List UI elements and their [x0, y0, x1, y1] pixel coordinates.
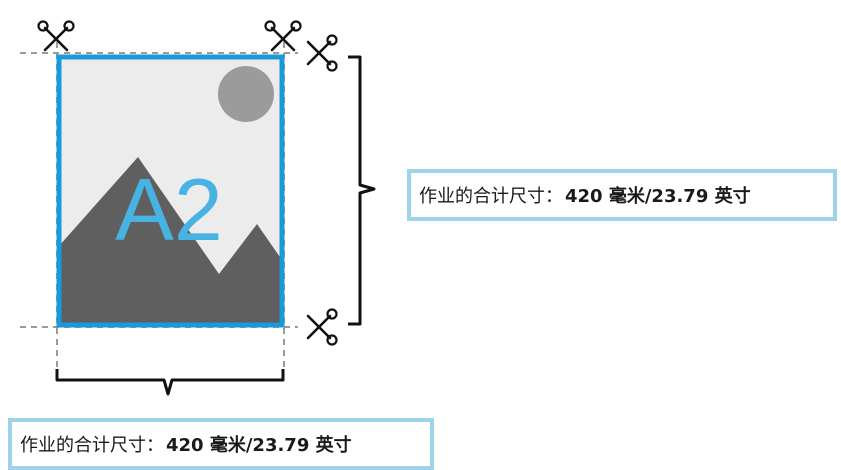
- job-size-label-height: 作业的合计尺寸： 420 毫米/23.79 英寸: [407, 169, 837, 221]
- horizontal-dimension-bracket: [55, 369, 285, 396]
- job-size-value: 420 毫米/23.79 英寸: [166, 435, 352, 456]
- job-size-prefix: 作业的合计尺寸：: [20, 435, 164, 456]
- mountains-icon: [59, 157, 282, 325]
- scissors-icon: [306, 34, 338, 72]
- job-size-prefix: 作业的合计尺寸：: [419, 186, 563, 207]
- job-size-label-width: 作业的合计尺寸： 420 毫米/23.79 英寸: [8, 418, 434, 470]
- vertical-dimension-bracket: [348, 55, 376, 326]
- paper-size-label: A2: [115, 160, 223, 259]
- job-size-value: 420 毫米/23.79 英寸: [565, 186, 751, 207]
- scissors-icon: [306, 308, 338, 346]
- a2-sheet: A2: [56, 54, 285, 328]
- sun-icon: [218, 66, 274, 122]
